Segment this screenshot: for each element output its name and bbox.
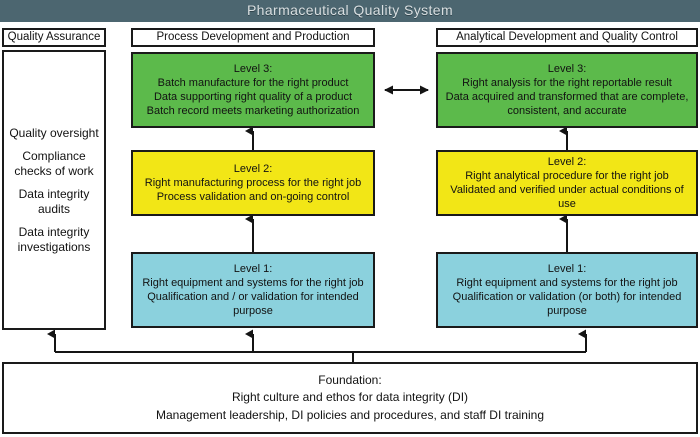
process-level-3-line-3: Batch record meets marketing authorizati… [146, 105, 360, 118]
foundation-line-1: Right culture and ethos for data integri… [231, 390, 469, 405]
qa-item-quality-oversight: Quality oversight [9, 125, 99, 140]
analytical-level-2-line-1: Right analytical procedure for the right… [465, 169, 669, 182]
process-level-1-line-2: Qualification and / or validation for in… [147, 291, 359, 318]
qa-item-data-integrity-audits: Data integrity audits [18, 186, 90, 216]
process-level-1-box: Level 1: Right equipment and systems for… [131, 252, 375, 328]
foundation-title: Foundation: [318, 372, 382, 387]
analytical-level-3-line-2: Data acquired and transformed that are c… [445, 91, 689, 118]
analytical-level-3-line-1: Right analysis for the right reportable … [462, 76, 672, 89]
analytical-level-1-line-1: Right equipment and systems for the righ… [456, 276, 678, 289]
page-title: Pharmaceutical Quality System [246, 2, 454, 18]
analytical-level-1-line-2: Qualification or validation (or both) fo… [452, 291, 682, 318]
process-level-2-line-2: Process validation and on-going control [156, 191, 350, 204]
analytical-level-2-title: Level 2: [547, 155, 587, 168]
analytical-level-1-title: Level 1: [547, 262, 587, 275]
process-level-3-box: Level 3: Batch manufacture for the right… [131, 52, 375, 128]
process-level-3-line-1: Batch manufacture for the right product [157, 76, 349, 89]
column-header-process-development: Process Development and Production [131, 28, 375, 47]
analytical-level-2-box: Level 2: Right analytical procedure for … [436, 150, 698, 216]
title-bar: Pharmaceutical Quality System [0, 0, 700, 22]
process-level-2-line-1: Right manufacturing process for the righ… [144, 176, 362, 189]
process-level-3-line-2: Data supporting right quality of a produ… [153, 91, 353, 103]
analytical-level-3-title: Level 3: [547, 62, 587, 75]
analytical-level-1-box: Level 1: Right equipment and systems for… [436, 252, 698, 328]
column-header-analytical-development: Analytical Development and Quality Contr… [436, 28, 698, 47]
foundation-line-2: Management leadership, DI policies and p… [155, 407, 544, 422]
process-level-2-box: Level 2: Right manufacturing process for… [131, 150, 375, 216]
analytical-level-2-line-2: Validated and verified under actual cond… [450, 184, 684, 211]
column-header-quality-assurance: Quality Assurance [2, 28, 106, 47]
process-level-1-title: Level 1: [233, 262, 273, 275]
process-level-2-title: Level 2: [233, 162, 273, 175]
foundation-box: Foundation: Right culture and ethos for … [2, 362, 698, 434]
qa-item-data-integrity-investigations: Data integrity investigations [17, 224, 91, 254]
process-level-1-line-1: Right equipment and systems for the righ… [142, 276, 364, 289]
qa-item-compliance-checks: Compliance checks of work [14, 148, 94, 178]
quality-assurance-panel: Quality oversight Compliance checks of w… [2, 50, 106, 330]
process-level-3-title: Level 3: [233, 62, 273, 75]
analytical-level-3-box: Level 3: Right analysis for the right re… [436, 52, 698, 128]
